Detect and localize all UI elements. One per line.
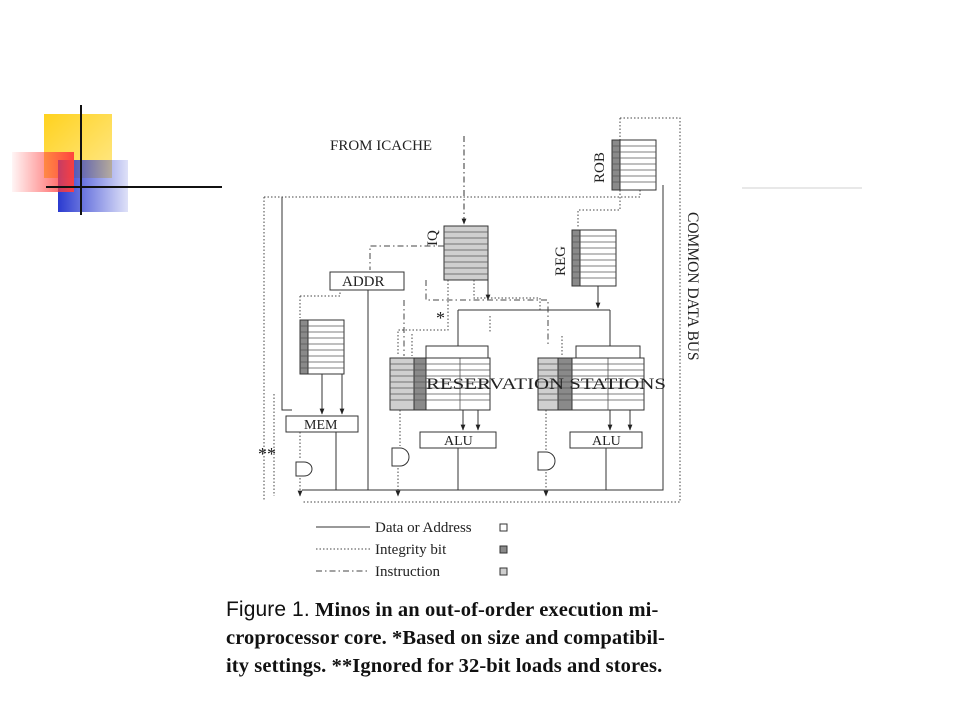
and-gate-3: [537, 451, 556, 471]
iq-label: IQ: [425, 230, 441, 246]
and-gate-2: [391, 447, 410, 467]
legend-instruction: Instruction: [375, 564, 440, 580]
deco-red-square: [12, 152, 74, 192]
data-connections: [281, 197, 633, 490]
legend-swatch-dark: [499, 545, 508, 554]
caption-line-1: Figure 1. Minos in an out-of-order execu…: [226, 596, 786, 624]
reg-label: REG: [553, 246, 569, 276]
addr-box: [329, 271, 405, 291]
caption-line-3: ity settings. **Ignored for 32-bit loads…: [226, 655, 663, 677]
integrity-connections: [273, 190, 621, 497]
mem-buffer: [299, 319, 345, 375]
reservation-stations-label: RESERVATION STATIONS: [426, 376, 666, 393]
common-data-bus-label: COMMON DATA BUS: [684, 212, 701, 361]
figure-caption: Figure 1. Minos in an out-of-order execu…: [226, 596, 786, 680]
rob-buffer: [611, 139, 657, 191]
common-data-bus-frame: [263, 117, 681, 503]
mem-box: [285, 415, 359, 433]
legend-swatch-light: [499, 567, 508, 576]
reservation-station-right: [537, 345, 645, 411]
reservation-station-left: [389, 345, 491, 411]
caption-line-2: croprocessor core. *Based on size and co…: [226, 627, 665, 649]
mem-label: MEM: [304, 418, 338, 433]
legend-swatch-white: [499, 523, 508, 532]
rob-label: ROB: [592, 152, 608, 183]
instruction-connections: [369, 245, 549, 356]
and-gate-1: [295, 461, 313, 477]
alu-label-left: ALU: [444, 434, 473, 449]
from-icache-label: FROM ICACHE: [330, 138, 432, 154]
reg-file: [571, 229, 617, 287]
legend: Data or Address Integrity bit Instructio…: [316, 520, 508, 580]
legend-integrity-bit: Integrity bit: [375, 542, 447, 558]
alu-label-right: ALU: [592, 434, 621, 449]
figure-label: Figure 1.: [226, 598, 310, 621]
iq-buffer: [443, 225, 489, 281]
addr-label: ADDR: [342, 274, 385, 290]
legend-data-or-address: Data or Address: [375, 520, 472, 536]
double-star-annotation: **: [258, 444, 276, 464]
star-annotation: *: [436, 308, 445, 328]
caption-text-1: Minos in an out-of-order execution mi-: [315, 599, 659, 621]
